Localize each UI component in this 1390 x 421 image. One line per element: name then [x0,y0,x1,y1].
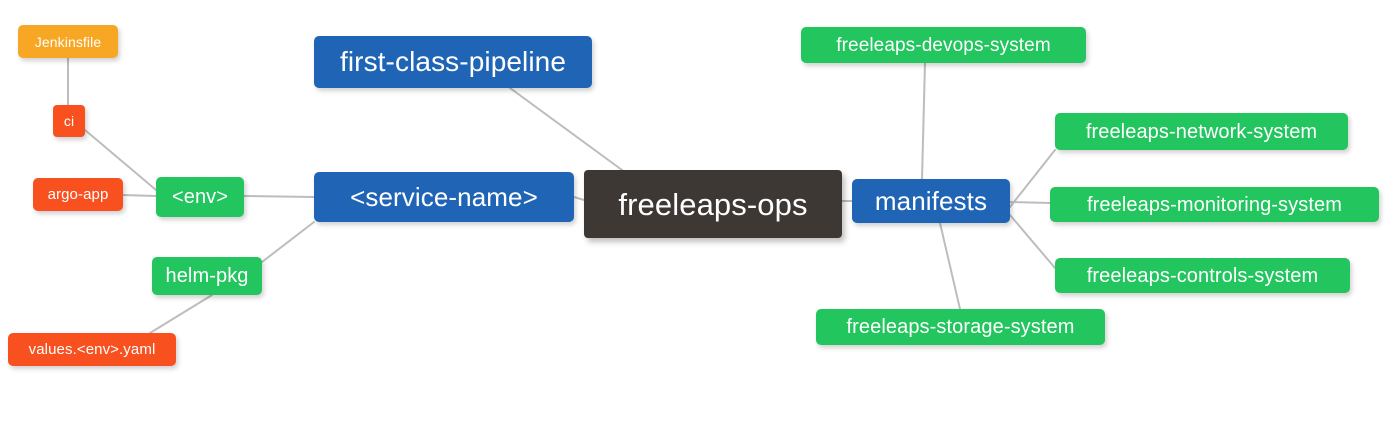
mindmap-node-devops-system[interactable]: freeleaps-devops-system [801,27,1086,63]
mindmap-node-label: argo-app [47,186,109,203]
mindmap-node-helm-pkg[interactable]: helm-pkg [152,257,262,295]
edge-env-to-service-name [243,195,315,198]
mindmap-node-label: Jenkinsfile [34,33,102,50]
mindmap-node-freeleaps-ops[interactable]: freeleaps-ops [584,170,842,238]
mindmap-node-first-class-pipeline[interactable]: first-class-pipeline [314,36,592,88]
mindmap-node-label: <env> [171,186,229,208]
edge-manifests-to-controls-system [1009,214,1056,269]
mindmap-node-label: first-class-pipeline [339,46,567,77]
edge-helm-pkg-to-values-yaml [149,294,213,334]
mindmap-node-label: freeleaps-monitoring-system [1086,193,1342,216]
mindmap-node-label: freeleaps-storage-system [846,316,1075,338]
mindmap-node-ci[interactable]: ci [53,105,85,137]
mindmap-node-network-system[interactable]: freeleaps-network-system [1055,113,1348,150]
mindmap-node-storage-system[interactable]: freeleaps-storage-system [816,309,1105,345]
mindmap-node-monitoring-system[interactable]: freeleaps-monitoring-system [1050,187,1379,222]
edge-manifests-to-storage-system [939,222,961,310]
mindmap-node-manifests[interactable]: manifests [852,179,1010,223]
edge-first-class-pipeline-to-freeleaps-ops [509,87,623,171]
edge-manifests-to-devops-system [921,62,926,180]
mindmap-node-env[interactable]: <env> [156,177,244,217]
mindmap-node-jenkinsfile[interactable]: Jenkinsfile [18,25,118,58]
edge-service-name-to-freeleaps-ops [573,196,585,201]
mindmap-node-service-name[interactable]: <service-name> [314,172,574,222]
mindmap-node-label: freeleaps-devops-system [836,34,1051,56]
mindmap-node-values-yaml[interactable]: values.<env>.yaml [8,333,176,366]
edge-manifests-to-network-system [1009,149,1056,208]
edge-manifests-to-monitoring-system [1009,201,1051,204]
mindmap-node-label: <service-name> [350,182,538,212]
mindmap-node-label: freeleaps-ops [618,186,808,222]
mindmap-node-label: freeleaps-controls-system [1086,264,1319,287]
mindmap-node-label: values.<env>.yaml [28,341,156,358]
edge-service-name-to-helm-pkg [261,221,315,263]
mindmap-node-label: helm-pkg [165,265,249,287]
mindmap-node-argo-app[interactable]: argo-app [33,178,123,211]
mindmap-node-controls-system[interactable]: freeleaps-controls-system [1055,258,1350,293]
edge-argo-app-to-env [122,194,157,197]
mindmap-node-label: ci [63,113,75,129]
mindmap-node-label: freeleaps-network-system [1085,120,1318,143]
mindmap-node-label: manifests [874,186,988,216]
